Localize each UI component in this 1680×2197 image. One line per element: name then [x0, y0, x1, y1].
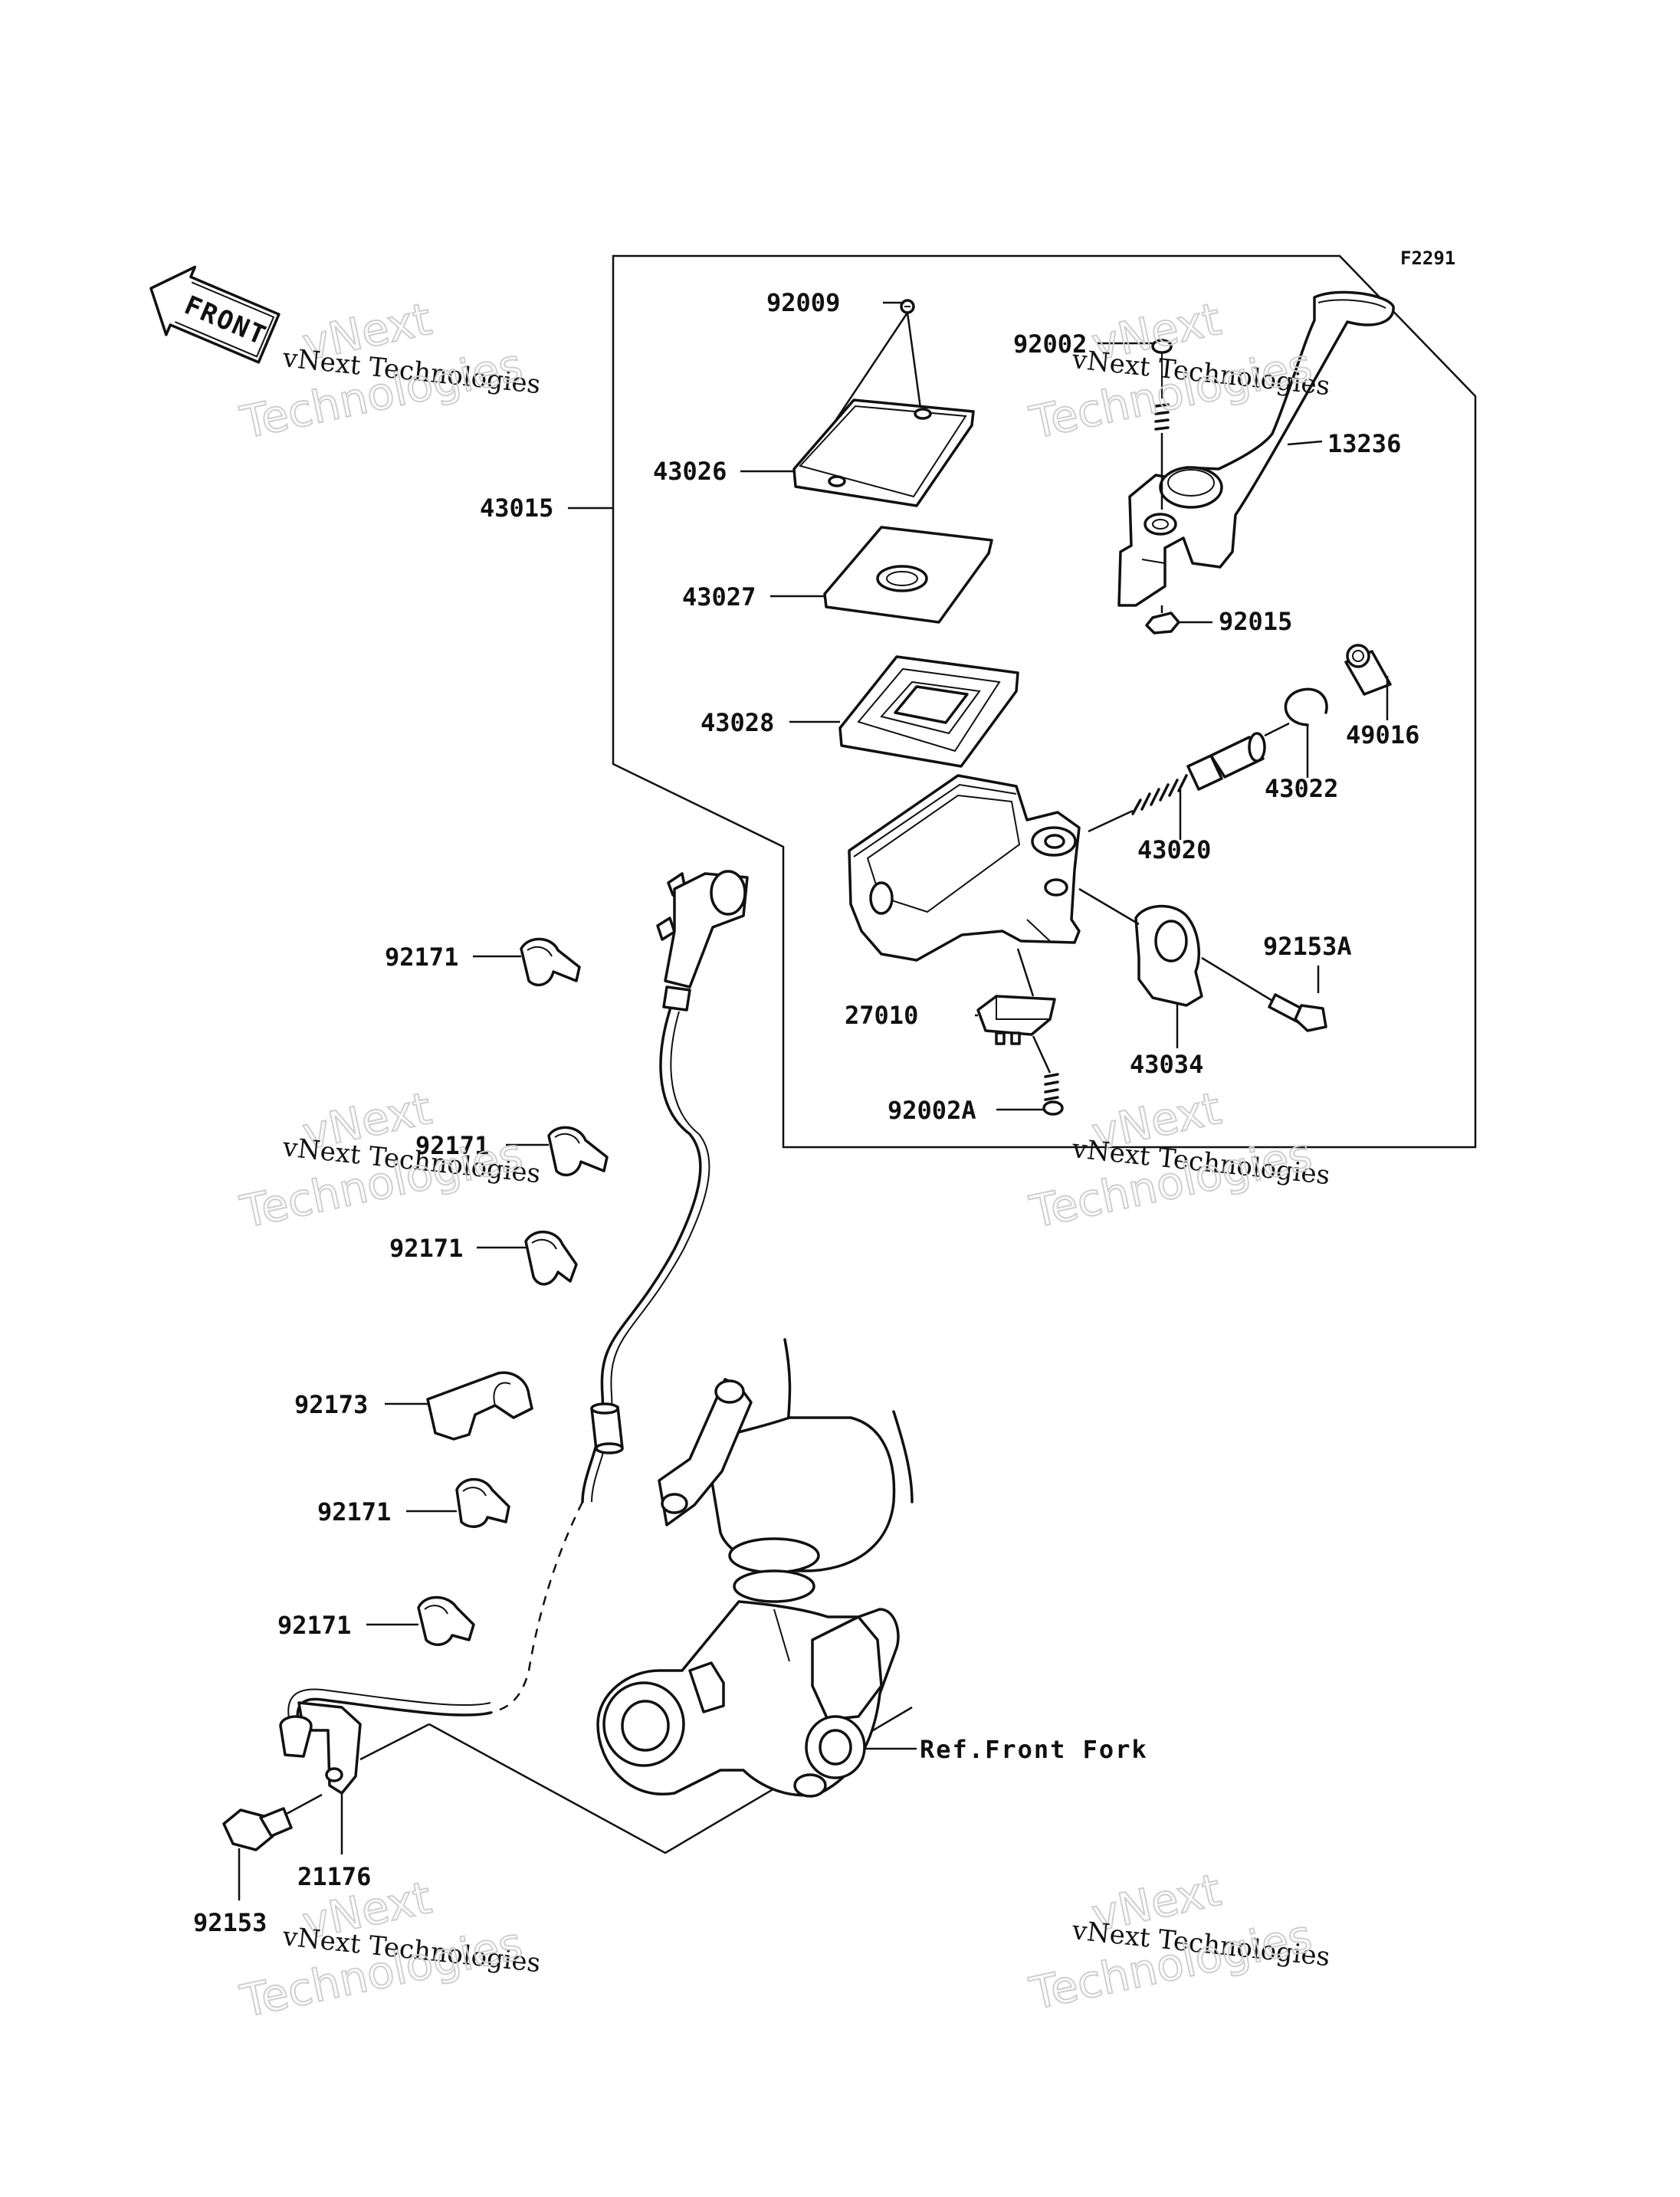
label-43028: 43028: [701, 708, 774, 737]
part-labels: 92009 92002 13236 43026 43015 43027 9201…: [193, 288, 1419, 1937]
label-13236: 13236: [1327, 429, 1401, 458]
watermark-top-left: vNext vNext Technologies Technologies: [235, 292, 542, 450]
label-92002: 92002: [1013, 330, 1087, 359]
label-43027: 43027: [682, 582, 756, 612]
label-92153A: 92153A: [1263, 932, 1352, 961]
leader-lines: [238, 301, 1389, 1900]
label-92171-4: 92171: [317, 1497, 391, 1526]
part-43028-diaphragm: [838, 655, 1019, 768]
label-92171-3: 92171: [389, 1234, 463, 1263]
part-92153-bolt: [222, 1793, 323, 1851]
part-92173-clamp: [426, 1371, 533, 1441]
label-43022: 43022: [1265, 774, 1338, 803]
part-92171-clip-3: [524, 1230, 578, 1286]
label-92009: 92009: [766, 288, 840, 317]
label-92015: 92015: [1219, 607, 1292, 636]
watermark-bottom-left: vNext vNext Technologies Technologies: [235, 1871, 542, 2028]
part-92002-pivot-bolt: [1151, 339, 1173, 510]
figure-code: F2291: [1400, 248, 1455, 269]
label-43015: 43015: [480, 494, 553, 523]
part-92015-nut: [1145, 605, 1180, 635]
watermark-mid-right: vNext vNext Technologies Technologies: [1025, 1081, 1331, 1239]
watermark-bottom-right: vNext vNext Technologies Technologies: [1025, 1863, 1331, 2021]
part-92171-clip-2: [547, 1126, 609, 1177]
label-43026: 43026: [653, 457, 727, 486]
label-ref-front-fork: Ref.Front Fork: [920, 1735, 1148, 1764]
front-fork-reference: [596, 1338, 917, 1798]
part-92153A-bolt: [1268, 993, 1327, 1032]
part-43022-circlip: [1264, 687, 1328, 737]
part-92171-clip-4: [455, 1477, 510, 1528]
sensor-wire-inner: [287, 1688, 491, 1723]
watermark-mid-left: vNext vNext Technologies Technologies: [235, 1081, 542, 1239]
harness-grommet: [590, 1402, 624, 1454]
part-13236-lever: [1117, 290, 1395, 607]
switch-connector: [656, 870, 749, 1012]
part-43027-diaphragm-plate: [823, 526, 993, 624]
part-49016-bushing: [1344, 644, 1392, 696]
part-43020-piston-spring: [1088, 732, 1266, 833]
label-92153: 92153: [193, 1908, 267, 1937]
label-92171-1: 92171: [385, 943, 458, 972]
label-21176: 21176: [297, 1862, 371, 1891]
part-27010-brake-switch: [976, 948, 1056, 1074]
part-43034-clamp: [1078, 887, 1288, 1012]
label-43034: 43034: [1130, 1050, 1203, 1079]
label-92171-2: 92171: [415, 1131, 489, 1160]
part-92002A-screw: [1042, 1073, 1064, 1116]
assembly-outline: [612, 254, 1477, 1149]
label-92171-5: 92171: [277, 1611, 351, 1640]
part-92171-clip-1: [520, 937, 581, 987]
label-92002A: 92002A: [888, 1096, 976, 1125]
master-cylinder-body: [848, 774, 1081, 962]
label-49016: 49016: [1346, 720, 1419, 749]
label-27010: 27010: [845, 1001, 918, 1030]
label-92173: 92173: [294, 1390, 368, 1419]
label-43020: 43020: [1137, 835, 1211, 864]
front-arrow: FRONT: [149, 265, 281, 364]
part-21176-sensor: [279, 1701, 913, 1854]
harness-hidden-wire: [490, 1501, 584, 1714]
part-92171-clip-5: [417, 1595, 475, 1646]
part-43026-reservoir-cap: [792, 398, 975, 507]
